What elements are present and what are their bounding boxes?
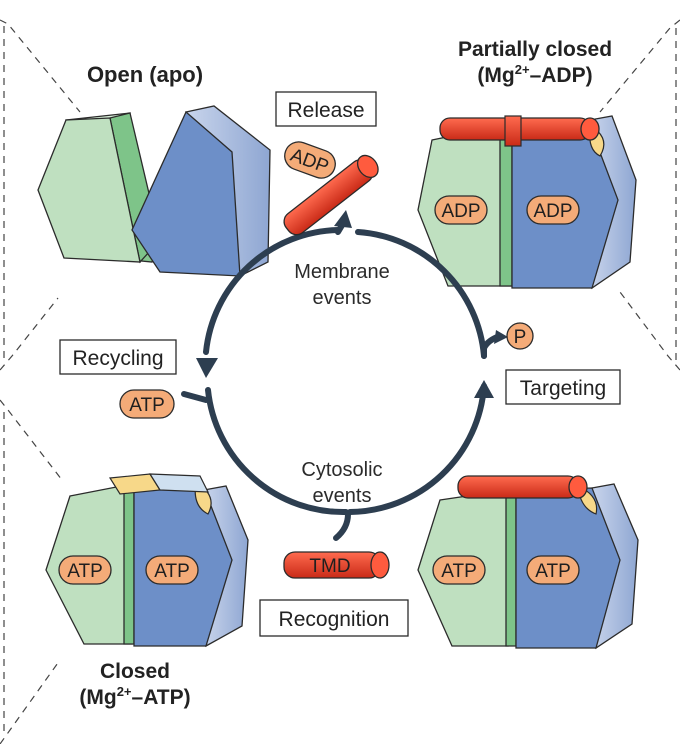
cytosolic-events-line2: events xyxy=(313,485,372,507)
svg-text:P: P xyxy=(514,327,527,348)
incoming-tmd-helix: TMD xyxy=(283,551,390,579)
adp-pill-right: ADP xyxy=(526,195,580,225)
svg-text:ATP: ATP xyxy=(129,395,165,416)
arrowhead-targeting xyxy=(474,380,494,398)
atp-entry-branch xyxy=(181,391,209,403)
svg-text:ATP: ATP xyxy=(535,561,571,582)
phosphate-circle: P xyxy=(506,322,534,350)
tmd-entry-branch xyxy=(333,511,351,541)
open-apo-title: Open (apo) xyxy=(87,62,203,87)
cycle-arc-bottom-right xyxy=(347,383,487,515)
svg-text:Recycling: Recycling xyxy=(72,347,163,370)
cycle-arc-top-left xyxy=(203,227,341,355)
tmd-helix-targeting xyxy=(457,475,579,499)
partially-closed-subtitle: (Mg2+–ADP) xyxy=(477,62,592,87)
svg-text:ATP: ATP xyxy=(67,561,103,582)
recycling-label-box: Recycling xyxy=(59,339,177,375)
cytosolic-events-line1: Cytosolic xyxy=(301,459,382,481)
atp-pill-closed-left: ATP xyxy=(58,555,112,585)
membrane-events-line2: events xyxy=(313,287,372,309)
arrowhead-phosphate xyxy=(494,330,508,344)
closed-subtitle: (Mg2+–ATP) xyxy=(79,684,190,709)
membrane-events-line1: Membrane xyxy=(294,261,390,283)
arrowhead-recycling xyxy=(196,358,218,378)
closed-title: Closed xyxy=(100,660,170,683)
open-apo-structure xyxy=(37,105,271,277)
partially-closed-title: Partially closed xyxy=(458,38,612,61)
atp-pill-targeting-right: ATP xyxy=(526,555,580,585)
guide-line-top-left-lower xyxy=(0,297,59,371)
adp-pill-left: ADP xyxy=(434,195,488,225)
svg-text:TMD: TMD xyxy=(309,556,350,577)
release-label-box: Release xyxy=(275,91,377,127)
svg-text:ATP: ATP xyxy=(154,561,190,582)
guide-line-bottom-left-lower xyxy=(0,659,61,744)
released-adp-pill: ADP xyxy=(284,141,336,179)
cycle-arc-bottom-left xyxy=(205,387,349,516)
svg-text:ATP: ATP xyxy=(441,561,477,582)
cycle-arrowheads xyxy=(196,210,508,398)
cycle-arrows xyxy=(181,219,503,541)
targeting-label-box: Targeting xyxy=(505,369,621,405)
arrowhead-release xyxy=(334,210,352,228)
svg-text:Recognition: Recognition xyxy=(279,608,390,631)
incoming-atp-pill: ATP xyxy=(119,389,175,419)
cycle-arc-top-right xyxy=(355,229,487,359)
svg-text:ADP: ADP xyxy=(441,201,480,222)
guide-line-bottom-left-upper xyxy=(0,399,63,481)
svg-text:ADP: ADP xyxy=(533,201,572,222)
guide-line-top-left-upper xyxy=(0,19,81,113)
svg-text:Targeting: Targeting xyxy=(520,377,606,400)
zoom-guide-lines xyxy=(0,19,680,744)
svg-text:Release: Release xyxy=(287,99,364,122)
atp-pill-targeting-left: ATP xyxy=(432,555,486,585)
guide-line-top-right-lower xyxy=(619,291,680,371)
guide-line-top-right-upper xyxy=(599,19,680,113)
released-tmd-helix xyxy=(283,154,379,236)
recognition-label-box: Recognition xyxy=(259,599,409,637)
atp-pill-closed-right: ATP xyxy=(145,555,199,585)
